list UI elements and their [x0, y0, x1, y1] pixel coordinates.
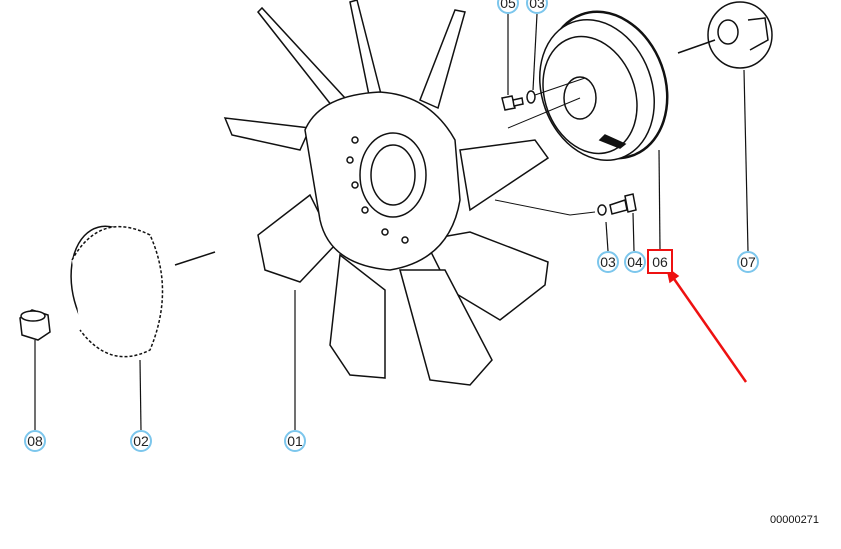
callout-06-selected[interactable]: 06 [647, 249, 673, 274]
pulley [539, 10, 669, 161]
callout-03[interactable]: 03 [597, 251, 619, 273]
callout-01[interactable]: 01 [284, 430, 306, 452]
fan-hub [304, 91, 461, 271]
viscous-coupling [70, 225, 216, 358]
callout-02[interactable]: 02 [130, 430, 152, 452]
callout-04[interactable]: 04 [624, 251, 646, 273]
leader-lines [34, 13, 749, 431]
bolts-washers [501, 90, 637, 216]
drawing-number: 00000271 [770, 514, 819, 526]
callout-05[interactable]: 05 [497, 0, 519, 14]
fan-blades [223, 0, 550, 386]
callout-03-top[interactable]: 03 [526, 0, 548, 14]
hub-flange [677, 1, 773, 69]
highlight-arrow [665, 266, 748, 383]
callout-07[interactable]: 07 [737, 251, 759, 273]
assembly-lines [494, 77, 596, 216]
callout-08[interactable]: 08 [24, 430, 46, 452]
nut [19, 309, 51, 341]
